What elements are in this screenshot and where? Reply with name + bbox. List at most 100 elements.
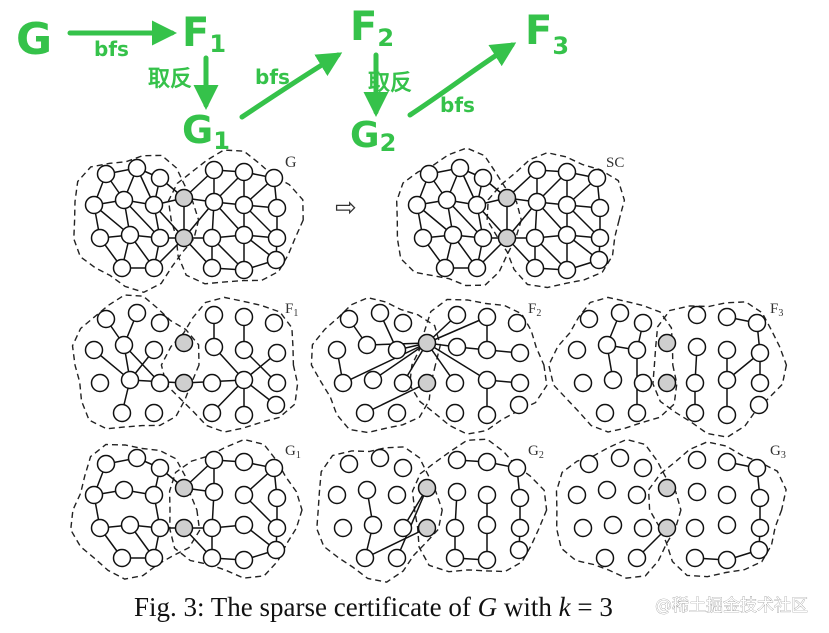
graph-node-shared — [657, 373, 677, 393]
graph-node — [477, 515, 497, 535]
graph-node — [333, 518, 353, 538]
graph-node — [525, 258, 545, 278]
graph-node — [370, 448, 390, 468]
graph-node — [717, 550, 737, 570]
graph-node — [150, 168, 170, 188]
graph-node — [509, 540, 529, 560]
graph-F1 — [71, 294, 299, 433]
cluster-boundary-right — [647, 441, 787, 578]
graph-node — [355, 548, 375, 568]
graph-node — [407, 195, 427, 215]
graph-node — [595, 548, 615, 568]
graph-node — [507, 313, 527, 333]
graph-node — [204, 160, 224, 180]
graph-node — [370, 303, 390, 323]
graph-node — [603, 515, 623, 535]
graph-node — [234, 515, 254, 535]
annot-label-negate-2: 取反 — [368, 71, 412, 96]
graph-node — [627, 485, 647, 505]
annot-label-bfs-1: bfs — [94, 37, 129, 61]
graph-node — [202, 403, 222, 423]
handwritten-annotation: G F1 G1 F2 G2 F3 bfs 取反 bfs 取反 bfs — [16, 4, 569, 157]
graph-node-shared — [497, 188, 517, 208]
graph-node — [419, 164, 439, 184]
cluster-boundary-left — [555, 438, 682, 579]
graph-node — [234, 195, 254, 215]
graph-node — [717, 370, 737, 390]
graph-node — [567, 485, 587, 505]
graph-node — [595, 403, 615, 423]
graph-node — [557, 195, 577, 215]
graph-node — [525, 228, 545, 248]
graph-node — [234, 162, 254, 182]
annot-node-F2: F2 — [350, 4, 394, 52]
panel-label-F3: F3 — [770, 301, 783, 319]
graph-node — [150, 373, 170, 393]
graph-node — [267, 343, 287, 363]
graph-G1 — [69, 438, 303, 580]
graph-edge — [372, 342, 428, 381]
panel-label-F1: F1 — [285, 301, 298, 319]
graph-G — [73, 149, 304, 294]
graph-node — [567, 340, 587, 360]
graph-node — [234, 550, 254, 570]
graph-node — [393, 313, 413, 333]
graph-node — [393, 458, 413, 478]
graph-node — [750, 518, 770, 538]
graph-node — [573, 518, 593, 538]
graph-node — [266, 250, 286, 270]
transform-arrow: ⇨ — [335, 193, 357, 223]
graph-node — [685, 373, 705, 393]
graph-node — [114, 480, 134, 500]
graph-node — [150, 313, 170, 333]
graph-node — [393, 518, 413, 538]
graph-node — [717, 515, 737, 535]
graph-node — [204, 450, 224, 470]
graph-node — [144, 258, 164, 278]
graph-edge — [396, 487, 428, 559]
annot-node-G2: G2 — [350, 115, 396, 157]
graph-node — [627, 403, 647, 423]
graph-node — [144, 485, 164, 505]
graph-node — [234, 307, 254, 327]
panel-label-G1: G1 — [285, 443, 301, 461]
graph-node — [445, 518, 465, 538]
graph-node — [435, 258, 455, 278]
panel-label-F2: F2 — [528, 301, 541, 319]
graph-node — [96, 309, 116, 329]
graph-node — [747, 313, 767, 333]
graph-node — [717, 452, 737, 472]
graph-node — [413, 228, 433, 248]
graph-node — [357, 480, 377, 500]
graph-node — [750, 488, 770, 508]
graph-node — [557, 225, 577, 245]
graph-node — [144, 340, 164, 360]
graph-F3 — [548, 296, 788, 438]
graph-node — [234, 340, 254, 360]
panel-label-G: G — [285, 154, 297, 171]
graph-node — [627, 548, 647, 568]
graph-node — [84, 195, 104, 215]
graph-node — [266, 395, 286, 415]
graph-node — [750, 373, 770, 393]
graph-panels — [69, 147, 788, 583]
graph-node — [387, 548, 407, 568]
graph-node — [447, 450, 467, 470]
graph-node — [112, 258, 132, 278]
graph-node — [717, 485, 737, 505]
graph-node — [144, 195, 164, 215]
graph-node — [445, 548, 465, 568]
panel-label-G2: G2 — [528, 443, 544, 461]
graph-node — [234, 370, 254, 390]
graph-node — [477, 550, 497, 570]
graph-node — [450, 158, 470, 178]
annot-node-F1: F1 — [182, 10, 226, 58]
cluster-boundary-right — [408, 298, 548, 435]
graph-node-shared — [657, 518, 677, 538]
graph-node — [90, 373, 110, 393]
graph-node — [387, 485, 407, 505]
graph-node-shared — [417, 478, 437, 498]
graph-node — [467, 195, 487, 215]
cluster-boundary-right — [160, 296, 299, 433]
graph-node — [127, 303, 147, 323]
